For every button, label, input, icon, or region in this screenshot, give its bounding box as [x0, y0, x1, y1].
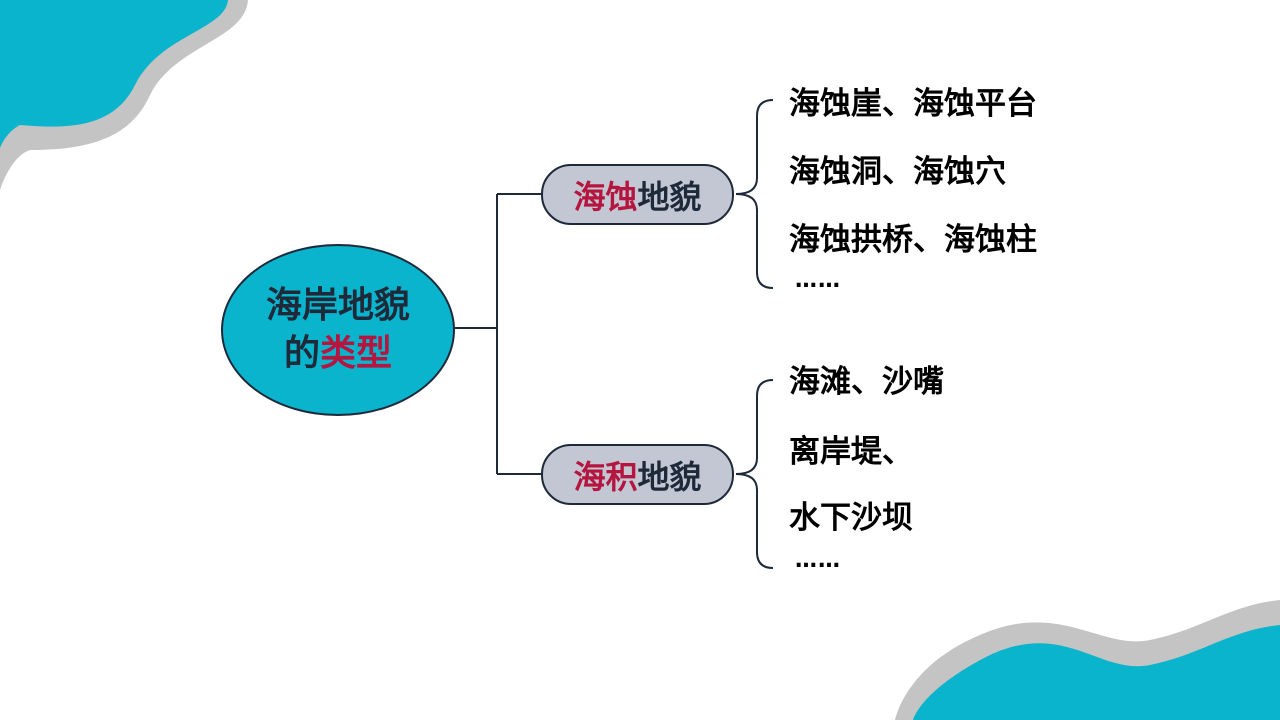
root-title-line1: 海岸地貌 — [265, 285, 410, 326]
branch-node-erosion: 海蚀地貌 — [541, 164, 734, 225]
leaf-item: 海蚀崖、海蚀平台 — [789, 86, 1037, 122]
top-left-teal-wave — [0, 0, 228, 148]
brace-bottom — [735, 379, 774, 569]
leaf-more: …… — [795, 548, 841, 573]
branch-accent: 海积 — [573, 457, 638, 496]
root-title-accent: 类型 — [320, 333, 393, 374]
leaf-more: …… — [795, 268, 841, 293]
leaf-item: 水下沙坝 — [789, 500, 913, 536]
leaf-item: 海滩、沙嘴 — [789, 364, 944, 400]
brace-top — [735, 99, 774, 289]
root-title-line2: 的类型 — [284, 330, 392, 378]
branch-node-deposition: 海积地貌 — [541, 444, 734, 505]
leaf-item: 海蚀洞、海蚀穴 — [789, 154, 1006, 190]
root-node-coastal-landforms: 海岸地貌 的类型 — [221, 244, 455, 416]
bottom-right-teal-wave — [913, 625, 1280, 720]
branch-label: 地貌 — [637, 457, 702, 496]
branch-label: 地貌 — [637, 177, 702, 216]
root-title-prefix: 的 — [283, 333, 320, 374]
branch-accent: 海蚀 — [573, 177, 638, 216]
leaf-item: 海蚀拱桥、海蚀柱 — [789, 222, 1037, 258]
leaf-item: 离岸堤、 — [789, 434, 913, 470]
